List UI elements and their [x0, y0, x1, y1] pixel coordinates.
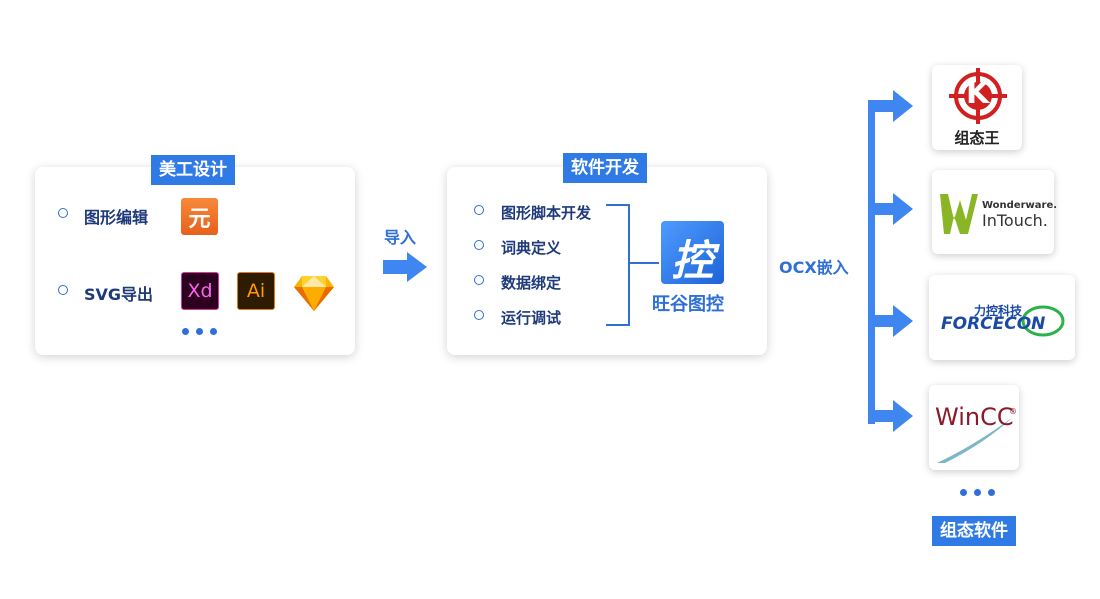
dev-item-debug: 运行调试: [501, 309, 562, 327]
bullet-icon: [58, 285, 68, 295]
dev-item-dictionary: 词典定义: [501, 239, 562, 257]
wincc-name: WinCC: [935, 403, 1014, 431]
import-label: 导入: [384, 228, 417, 247]
xd-app-icon: Xd: [181, 272, 219, 310]
bullet-icon: [474, 310, 484, 320]
intouch-line2: InTouch.: [982, 211, 1048, 230]
bullet-icon: [474, 205, 484, 215]
kingview-logo-icon: [949, 68, 1007, 124]
dev-item-binding: 数据绑定: [501, 274, 562, 292]
ai-icon-text: Ai: [246, 280, 266, 302]
more-dots: [182, 328, 217, 335]
dev-item-script: 图形脚本开发: [501, 204, 592, 222]
kingview-name: 组态王: [954, 129, 1000, 147]
intouch-line1: Wonderware.: [982, 200, 1058, 211]
forcecon-line2: FORCECON: [941, 314, 1046, 334]
ai-app-icon: Ai: [237, 272, 275, 310]
sketch-icon: [294, 276, 334, 311]
wincc-card: WinCC ®: [929, 385, 1019, 470]
kingview-card: K 组态王: [932, 65, 1022, 150]
forcecon-card: 力控科技 FORCECON: [929, 275, 1075, 360]
bracket-connector: [629, 262, 659, 264]
intouch-logo-icon: [940, 194, 978, 234]
wincc-mark: ®: [1009, 407, 1017, 416]
design-tag: 美工设计: [151, 155, 235, 185]
bullet-icon: [58, 208, 68, 218]
product-name: 旺谷图控: [652, 294, 724, 315]
dev-tag: 软件开发: [563, 153, 647, 183]
bullet-icon: [474, 275, 484, 285]
product-logo-text: 控: [671, 236, 714, 285]
kingview-logo-letter: K: [966, 76, 990, 111]
arrow-right-icon: [383, 252, 427, 282]
intouch-card: Wonderware. InTouch.: [932, 170, 1058, 254]
xd-icon-text: Xd: [187, 280, 213, 302]
ocx-label: OCX嵌入: [779, 258, 849, 277]
bracket-line: [606, 204, 630, 326]
branch-arrows: [868, 90, 913, 432]
design-card: [35, 167, 355, 355]
software-tag: 组态软件: [932, 516, 1016, 546]
item-graphic-edit: 图形编辑: [84, 208, 149, 227]
forcecon-line1: 力控科技: [974, 304, 1023, 318]
item-svg-export: SVG导出: [84, 285, 154, 304]
yuan-icon-text: 元: [188, 207, 211, 232]
bullet-icon: [474, 240, 484, 250]
product-logo-icon: 控: [661, 221, 724, 285]
yuan-app-icon: 元: [181, 198, 218, 235]
forcecon-swoosh-icon: [1021, 305, 1065, 337]
more-software-dots: [960, 489, 995, 496]
